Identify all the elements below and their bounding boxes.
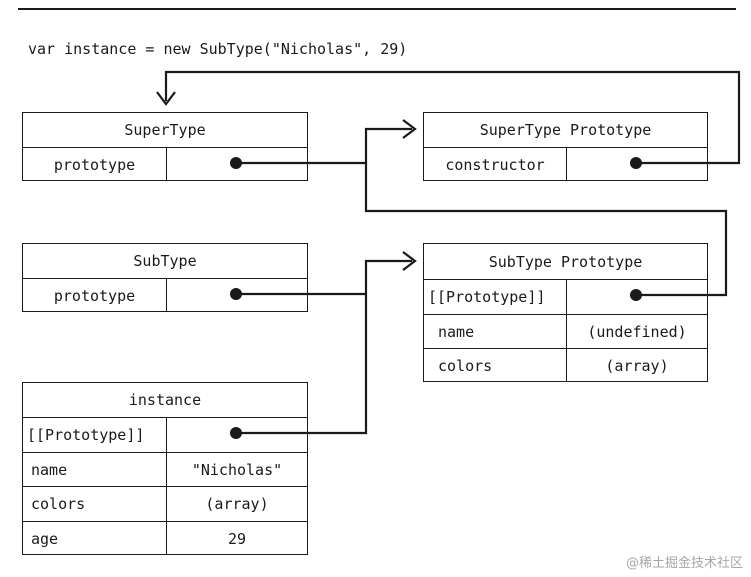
- instance-name-label: name: [31, 460, 68, 479]
- supertype-prototype-title: SuperType Prototype: [479, 121, 652, 139]
- instance-box: instance [[Prototype]] name "Nicholas" c…: [22, 382, 308, 555]
- watermark: @稀土掘金技术社区: [625, 556, 743, 571]
- instance-title: instance: [128, 391, 202, 409]
- instance-proto-pointer-cell: [166, 418, 307, 452]
- supertype-prototype-row: prototype: [23, 147, 307, 181]
- instance-proto-label: [[Prototype]]: [27, 426, 145, 444]
- instance-colors-row: colors (array): [23, 486, 307, 521]
- supertype-title: SuperType: [124, 121, 206, 139]
- subtype-prototype-colors-label: colors: [438, 356, 493, 375]
- code-line: var instance = new SubType("Nicholas", 2…: [28, 40, 408, 58]
- subtype-prototype-colors-row: colors (array): [424, 348, 707, 382]
- supertype-prototype-header: SuperType Prototype: [424, 113, 707, 147]
- arrowhead-supertype-prototype: [402, 119, 417, 139]
- subtype-prototype-title: SubType Prototype: [488, 252, 643, 271]
- subtype-prototype-header: SubType Prototype: [424, 244, 707, 279]
- subtype-title: SubType: [133, 252, 197, 270]
- subtype-prototype-name-row: name (undefined): [424, 314, 707, 348]
- instance-header: instance: [23, 383, 307, 417]
- arrowhead-subtype-prototype: [402, 251, 417, 271]
- instance-name-row: name "Nicholas": [23, 452, 307, 486]
- subtype-prototype-name-value: (undefined): [566, 315, 707, 348]
- instance-age-row: age 29: [23, 521, 307, 555]
- constructor-row: constructor: [424, 147, 707, 181]
- subtype-box: SubType prototype: [22, 243, 308, 312]
- instance-age-value: 29: [166, 522, 307, 555]
- supertype-header: SuperType: [23, 113, 307, 147]
- subtype-prototype-proto-row: [[Prototype]]: [424, 279, 707, 314]
- subtype-header: SubType: [23, 244, 307, 278]
- constructor-pointer-cell: [566, 148, 707, 181]
- subtype-prototype-proto-label: [[Prototype]]: [428, 288, 546, 306]
- constructor-label: constructor: [445, 155, 545, 174]
- subtype-prototype-row: prototype: [23, 278, 307, 312]
- subtype-prototype-box: SubType Prototype [[Prototype]] name (un…: [423, 243, 708, 382]
- subtype-prototype-label: prototype: [53, 286, 136, 305]
- instance-age-label: age: [31, 529, 59, 548]
- supertype-prototype-box: SuperType Prototype constructor: [423, 112, 708, 181]
- top-rule: [18, 8, 736, 10]
- supertype-box: SuperType prototype: [22, 112, 308, 181]
- subtype-prototype-proto-pointer-cell: [566, 280, 707, 314]
- subtype-prototype-pointer-cell: [166, 279, 307, 312]
- subtype-prototype-colors-value: (array): [566, 349, 707, 382]
- subtype-prototype-name-label: name: [438, 322, 475, 341]
- instance-colors-value: (array): [166, 487, 307, 521]
- supertype-prototype-label: prototype: [53, 155, 136, 174]
- supertype-prototype-pointer-cell: [166, 148, 307, 181]
- instance-colors-label: colors: [31, 495, 86, 513]
- instance-proto-row: [[Prototype]]: [23, 417, 307, 452]
- instance-name-value: "Nicholas": [166, 453, 307, 486]
- arrowhead-constructor: [156, 91, 176, 106]
